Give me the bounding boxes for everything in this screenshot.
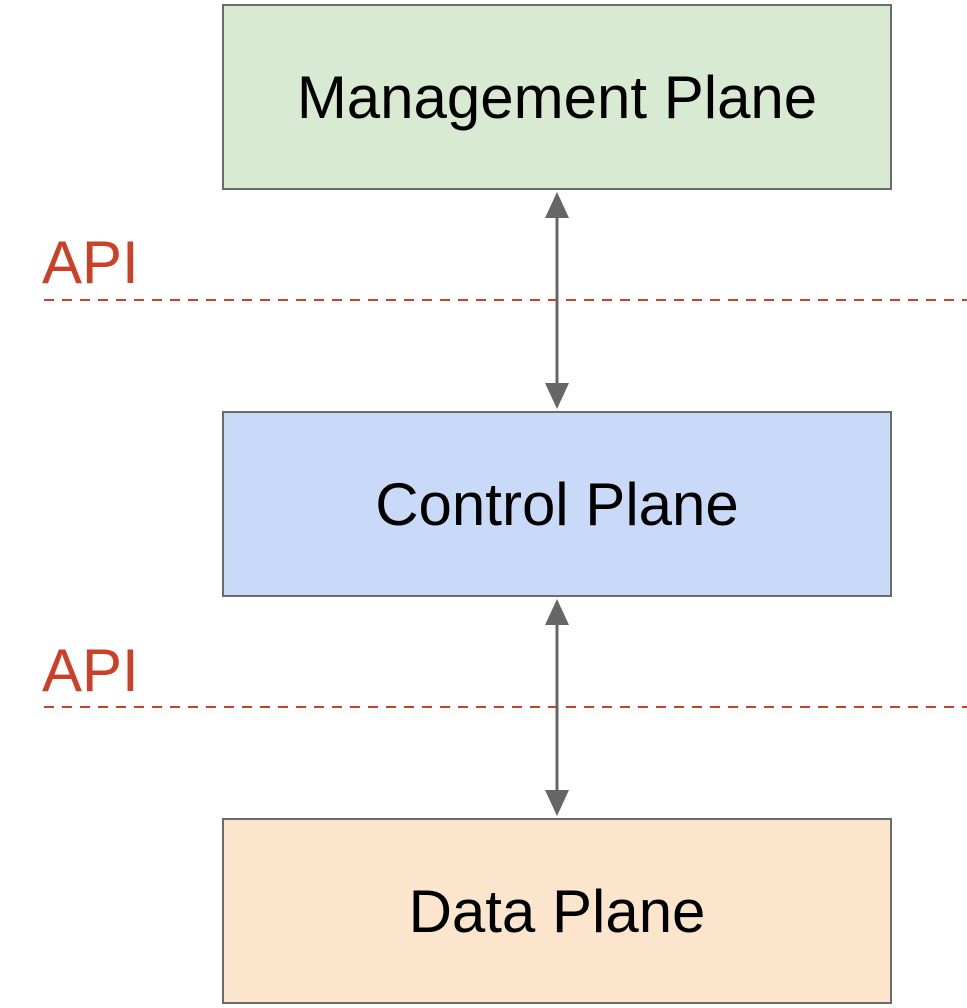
arrow-control-data xyxy=(545,599,569,816)
management-plane-label: Management Plane xyxy=(296,63,818,131)
arrowhead-up-icon xyxy=(545,599,569,625)
arrowhead-down-icon xyxy=(545,790,569,816)
management-plane-box: Management Plane xyxy=(222,4,892,190)
api-label-top: API xyxy=(42,229,139,296)
data-plane-box: Data Plane xyxy=(222,818,892,1004)
arrowhead-down-icon xyxy=(545,383,569,409)
data-plane-label: Data Plane xyxy=(408,877,706,945)
arrowhead-up-icon xyxy=(545,192,569,218)
api-label-bottom: API xyxy=(42,637,139,704)
arrow-management-control xyxy=(545,192,569,409)
control-plane-label: Control Plane xyxy=(375,470,739,538)
control-plane-box: Control Plane xyxy=(222,411,892,597)
